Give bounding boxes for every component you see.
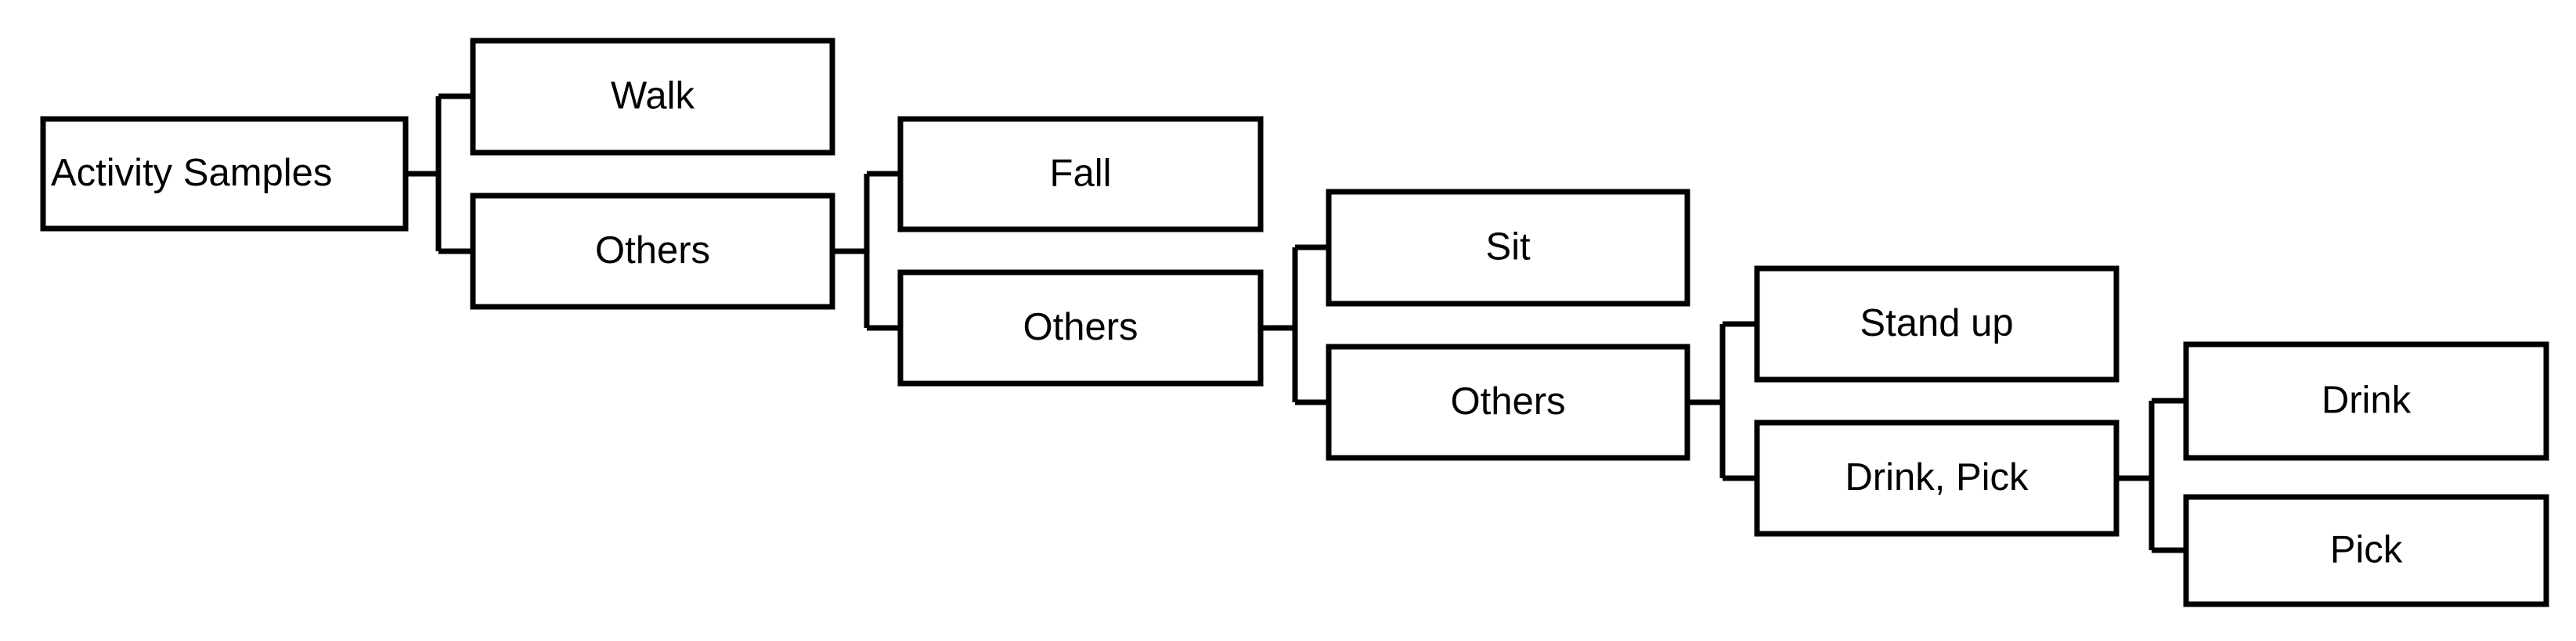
node-label-drink: Drink [2322, 379, 2412, 421]
node-box-standup[interactable] [1754, 265, 2120, 383]
branch-connector [832, 171, 900, 331]
node-box-fall[interactable] [897, 116, 1264, 232]
node-label-others2: Others [1023, 306, 1138, 348]
branch-connector [1687, 321, 1757, 481]
node-others3[interactable]: Others [1326, 344, 1690, 461]
node-label-drinkpick: Drink, Pick [1845, 456, 2029, 499]
node-label-others3: Others [1450, 380, 1565, 423]
node-box-root[interactable] [40, 116, 409, 232]
node-label-walk: Walk [611, 74, 695, 117]
branch-connector [2116, 398, 2186, 553]
node-layer: Activity SamplesWalkOthersFallOthersSitO… [40, 38, 2549, 607]
node-label-fall: Fall [1050, 152, 1112, 194]
node-drinkpick[interactable]: Drink, Pick [1754, 420, 2120, 537]
node-label-root: Activity Samples [51, 152, 332, 194]
branch-connector [406, 93, 473, 254]
node-others2[interactable]: Others [897, 269, 1264, 387]
node-standup[interactable]: Stand up [1754, 265, 2120, 383]
node-root[interactable]: Activity Samples [40, 116, 409, 232]
node-label-others1: Others [595, 229, 710, 272]
node-drink[interactable]: Drink [2183, 341, 2549, 461]
node-box-drinkpick[interactable] [1754, 420, 2120, 537]
node-others1[interactable]: Others [470, 193, 835, 310]
node-pick[interactable]: Pick [2183, 494, 2549, 607]
node-box-sit[interactable] [1326, 189, 1690, 307]
branch-connector [1261, 244, 1329, 405]
connector-layer [406, 93, 2186, 553]
node-label-standup: Stand up [1860, 302, 2013, 344]
node-box-pick[interactable] [2183, 494, 2549, 607]
node-fall[interactable]: Fall [897, 116, 1264, 232]
node-box-others3[interactable] [1326, 344, 1690, 461]
node-walk[interactable]: Walk [470, 38, 835, 156]
node-sit[interactable]: Sit [1326, 189, 1690, 307]
node-box-others2[interactable] [897, 269, 1264, 387]
node-label-pick: Pick [2330, 528, 2403, 571]
node-label-sit: Sit [1485, 225, 1531, 268]
node-box-drink[interactable] [2183, 341, 2549, 461]
node-box-others1[interactable] [470, 193, 835, 310]
node-box-walk[interactable] [470, 38, 835, 156]
